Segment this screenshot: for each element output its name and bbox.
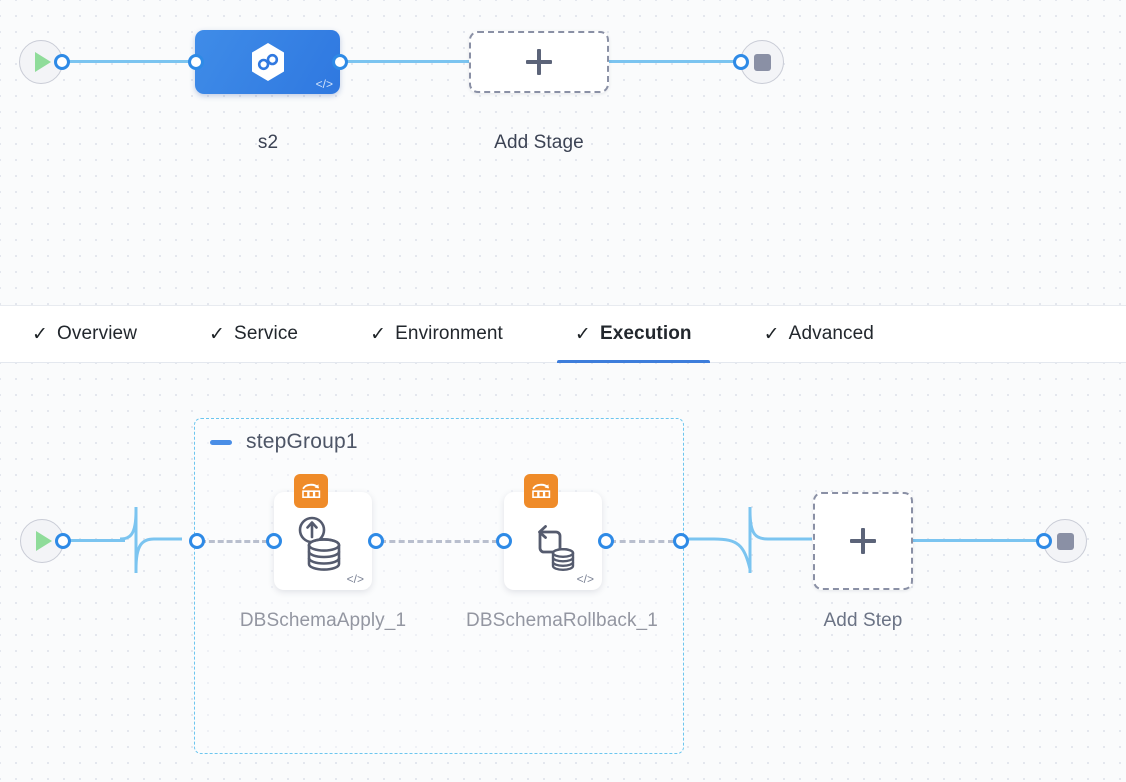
db-schema-apply-icon [274, 492, 372, 590]
edge-start-to-group [63, 539, 125, 542]
add-step-button[interactable] [813, 492, 913, 590]
migration-badge-icon [294, 474, 328, 508]
group-in-port[interactable] [189, 533, 205, 549]
stage-node-s2[interactable]: </> [195, 30, 340, 94]
plus-icon [526, 49, 552, 75]
group-exit-bracket [686, 507, 812, 573]
edge-group-in-to-step-1 [200, 540, 268, 543]
tab-overview[interactable]: ✓ Overview [14, 306, 155, 363]
stage-node-s2-label: s2 [257, 132, 279, 153]
edge-start-to-s2 [62, 60, 202, 63]
tab-advanced-label: Advanced [788, 323, 874, 344]
harness-cd-hexagon-icon [251, 43, 284, 81]
step-node-dbschemaapply[interactable]: </> [274, 474, 372, 590]
step-node-dbschemaapply-label: DBSchemaApply_1 [239, 610, 407, 631]
stage-canvas[interactable]: </> s2 Add Stage [0, 0, 1126, 305]
step-group-title: stepGroup1 [246, 430, 358, 453]
play-icon [36, 531, 52, 551]
group-entry-bracket [119, 507, 182, 573]
migration-badge-icon [524, 474, 558, 508]
execution-start-port[interactable] [55, 533, 71, 549]
step-node-dbschemarollback[interactable]: </> [504, 474, 602, 590]
step-node-dbschemarollback-label: DBSchemaRollback_1 [466, 610, 658, 631]
stage-code-badge: </> [315, 77, 333, 91]
add-stage-label: Add Stage [494, 132, 584, 153]
tab-service[interactable]: ✓ Service [191, 306, 316, 363]
execution-canvas[interactable]: stepGroup1 [0, 363, 1126, 782]
edge-add-stage-to-end [609, 60, 749, 63]
plus-icon [850, 528, 876, 554]
step-1-out-port[interactable] [368, 533, 384, 549]
db-schema-rollback-icon [504, 492, 602, 590]
stage-s2-in-port[interactable] [188, 54, 204, 70]
tab-environment[interactable]: ✓ Environment [352, 306, 521, 363]
step-group-container[interactable] [194, 418, 684, 754]
add-stage-button[interactable] [469, 31, 609, 93]
step-2-out-port[interactable] [598, 533, 614, 549]
play-icon [35, 52, 51, 72]
edge-step-1-to-step-2 [380, 540, 498, 543]
stage-config-tab-bar: ✓ Overview ✓ Service ✓ Environment ✓ Exe… [0, 305, 1126, 363]
edge-step-2-to-group-out [610, 540, 674, 543]
stage-end-port[interactable] [733, 54, 749, 70]
group-out-port[interactable] [673, 533, 689, 549]
tab-overview-label: Overview [57, 323, 138, 344]
stage-s2-out-port[interactable] [332, 54, 348, 70]
tab-service-label: Service [234, 323, 299, 344]
tab-execution-label: Execution [599, 323, 692, 344]
stop-icon [1056, 532, 1074, 550]
check-icon: ✓ [763, 323, 780, 345]
minus-icon[interactable] [210, 439, 232, 445]
step-code-badge: </> [346, 572, 364, 586]
add-step-label: Add Step [823, 610, 903, 631]
tab-execution[interactable]: ✓ Execution [556, 306, 710, 363]
step-1-in-port[interactable] [266, 533, 282, 549]
stop-icon [753, 53, 771, 71]
check-icon: ✓ [574, 323, 591, 345]
check-icon: ✓ [209, 323, 226, 345]
tab-advanced[interactable]: ✓ Advanced [746, 306, 892, 363]
step-code-badge: </> [576, 572, 594, 586]
execution-end-port[interactable] [1036, 533, 1052, 549]
stage-end-node[interactable] [740, 40, 784, 84]
check-icon: ✓ [32, 323, 49, 345]
edge-s2-to-add-stage [340, 60, 475, 63]
check-icon: ✓ [370, 323, 387, 345]
step-2-in-port[interactable] [496, 533, 512, 549]
stage-start-port[interactable] [54, 54, 70, 70]
edge-add-step-to-end [913, 539, 1043, 542]
step-group-header[interactable]: stepGroup1 [210, 430, 358, 454]
tab-environment-label: Environment [395, 323, 503, 344]
